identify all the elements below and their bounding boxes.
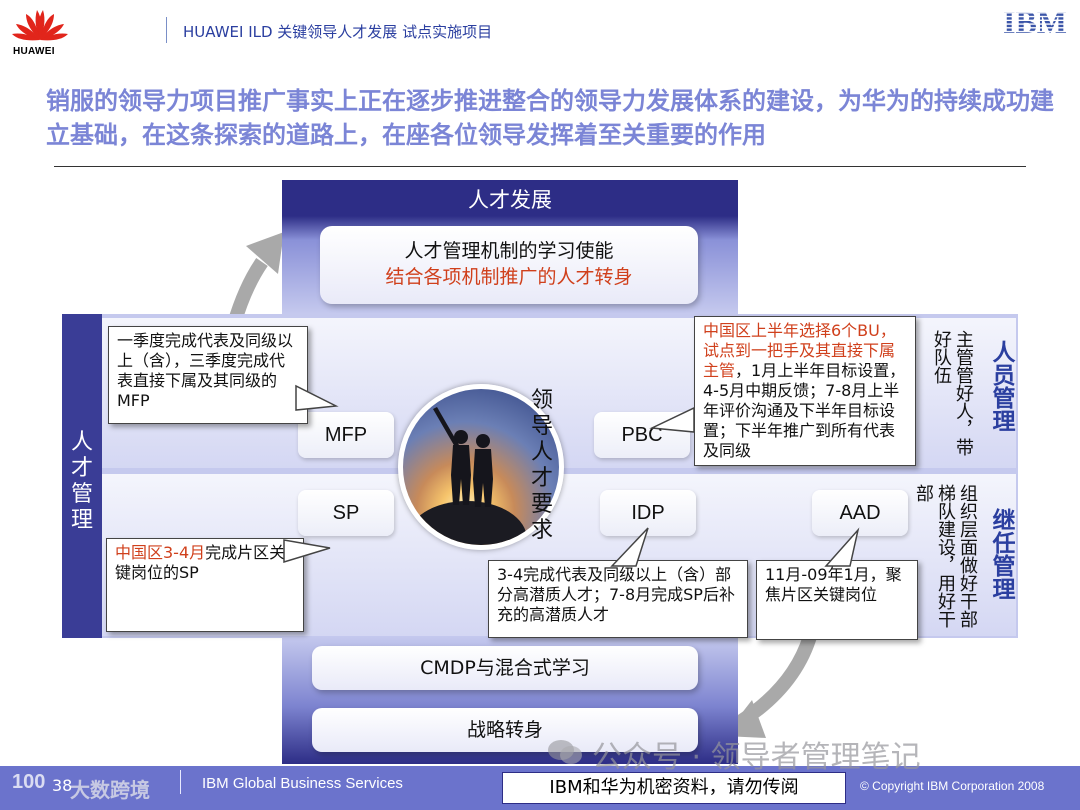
watermark-right: 公众号 · 领导者管理笔记 bbox=[592, 740, 921, 775]
talent-development-title: 人才发展 bbox=[468, 188, 552, 212]
headline-divider bbox=[54, 166, 1026, 167]
strategy-panel: 战略转身 bbox=[312, 708, 698, 752]
mfp-callout: 一季度完成代表及同级以上（含），三季度完成代表直接下属及其同级的MFP bbox=[108, 326, 308, 424]
confidential-notice: IBM和华为机密资料，请勿传阅 bbox=[502, 772, 846, 804]
footer-company: IBM Global Business Services bbox=[202, 775, 403, 792]
wechat-icon bbox=[548, 740, 582, 764]
copyright-text: © Copyright IBM Corporation 2008 bbox=[860, 779, 1045, 793]
aad-callout: 11月-09年1月，聚焦片区关键岗位 bbox=[756, 560, 918, 640]
idp-callout: 3-4完成代表及同级以上（含）部分高潜质人才；7-8月完成SP后补充的高潜质人才 bbox=[488, 560, 748, 638]
leadership-image bbox=[398, 384, 564, 550]
people-management-desc: 主管管好人，带好队伍 bbox=[931, 330, 974, 456]
header-divider bbox=[166, 17, 167, 43]
cmdp-panel: CMDP与混合式学习 bbox=[312, 646, 698, 690]
svg-text:IBM: IBM bbox=[1003, 6, 1067, 36]
watermark-logo: 100 bbox=[12, 771, 46, 793]
slide-header: HUAWEI HUAWEI ILD 关键领导人才发展 试点实施项目 IBM bbox=[0, 0, 1080, 62]
sp-callout-text: 完成片区关键岗位的SP bbox=[115, 543, 286, 582]
talent-management-label: 人才管理 bbox=[70, 430, 93, 533]
ibm-logo-icon: IBM bbox=[1003, 6, 1067, 36]
people-management-title: 人员管理 bbox=[988, 340, 1014, 432]
footer-divider bbox=[180, 770, 181, 794]
pbc-callout: 中国区上半年选择6个BU，试点到一把手及其直接下属主管，1月上半年目标设置，4-… bbox=[694, 316, 916, 466]
leadership-requirements-label: 领导人才要求 bbox=[530, 388, 553, 543]
page-number: 38 bbox=[52, 776, 73, 795]
pbc-callout-text: ，1月上半年目标设置，4-5月中期反馈；7-8月上半年评价沟通及下半年目标设置；… bbox=[703, 361, 906, 460]
sp-callout: 中国区3-4月完成片区关键岗位的SP bbox=[106, 538, 304, 632]
pbc-callout-highlight: 中国区上半年选择6个BU，试点到一把手及其直接下属主管 bbox=[703, 321, 896, 380]
sp-callout-highlight: 中国区3-4月 bbox=[115, 543, 206, 562]
headline: 销服的领导力项目推广事实上正在逐步推进整合的领导力发展体系的建设，为华为的持续成… bbox=[46, 87, 1054, 149]
succession-management-desc: 组织层面做好干部梯队建设，用好干部 bbox=[913, 484, 978, 628]
huawei-logo-icon bbox=[12, 10, 68, 41]
left-label-column bbox=[62, 314, 102, 638]
mfp-pill: MFP bbox=[298, 412, 394, 458]
aad-pill: AAD bbox=[812, 490, 908, 536]
pbc-pill: PBC bbox=[594, 412, 690, 458]
header-title: HUAWEI ILD 关键领导人才发展 试点实施项目 bbox=[183, 23, 493, 41]
talent-transition-text: 结合各项机制推广的人才转身 bbox=[385, 266, 633, 288]
watermark-left: 大数跨境 bbox=[70, 778, 150, 802]
idp-pill: IDP bbox=[600, 490, 696, 536]
huawei-logo-text: HUAWEI bbox=[13, 46, 55, 57]
learning-enablement-text: 人才管理机制的学习使能 bbox=[404, 240, 614, 262]
sp-pill: SP bbox=[298, 490, 394, 536]
learning-enablement-panel: 人才管理机制的学习使能 结合各项机制推广的人才转身 bbox=[320, 226, 698, 304]
succession-management-title: 继任管理 bbox=[988, 508, 1014, 600]
